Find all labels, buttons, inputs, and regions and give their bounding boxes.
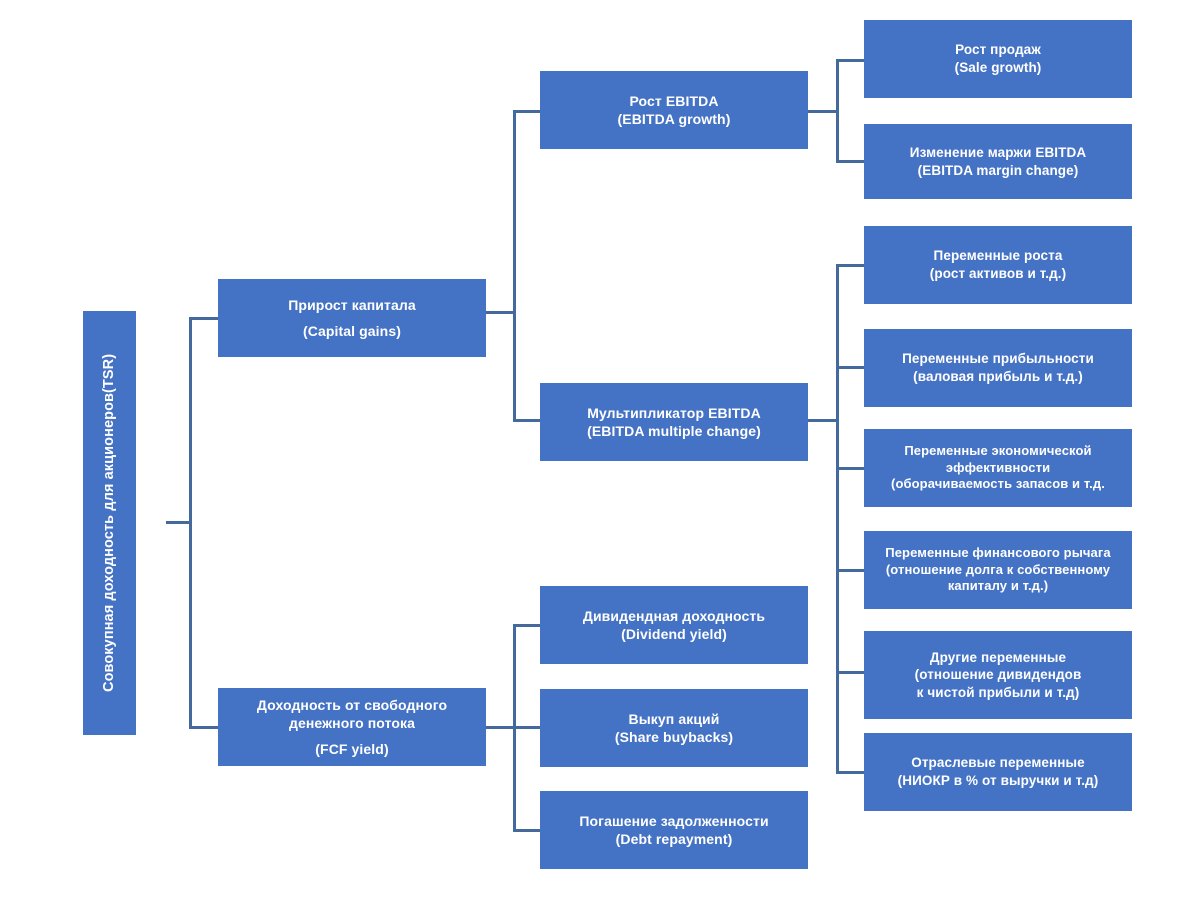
node-fcf-yield-line2: денежного потока — [288, 715, 416, 732]
node-ebitda-multiple[interactable]: Мультипликатор EBITDA (EBITDA multiple c… — [540, 383, 808, 461]
node-efficiency-variables-line1: Переменные экономической — [904, 442, 1092, 458]
connector-root-trunk — [189, 317, 192, 729]
node-leverage-variables-line1: Переменные финансового рычага — [885, 544, 1111, 560]
connector-to-ebitda-margin-change — [836, 160, 866, 163]
node-dividend-yield-line2: (Dividend yield) — [621, 626, 727, 642]
connector-to-profitability-variables — [836, 366, 866, 369]
connector-fcf-to-debt-repayment — [513, 829, 543, 832]
node-efficiency-variables-line3: (оборачиваемость запасов и т.д. — [891, 476, 1105, 492]
node-ebitda-margin-change-line2: (EBITDA margin change) — [917, 162, 1079, 178]
node-sale-growth[interactable]: Рост продаж (Sale growth) — [864, 20, 1132, 98]
node-capital-gains[interactable]: Прирост капитала (Capital gains) — [218, 279, 486, 357]
connector-fcf-yield-stub — [485, 726, 516, 729]
node-profitability-variables[interactable]: Переменные прибыльности (валовая прибыль… — [864, 329, 1132, 407]
node-industry-variables[interactable]: Отраслевые переменные (НИОКР в % от выру… — [864, 733, 1132, 811]
node-other-variables-line1: Другие переменные — [929, 649, 1067, 665]
connector-root-to-fcf-yield — [189, 726, 220, 729]
connector-fcf-to-dividend-yield — [513, 624, 543, 627]
node-leverage-variables-line3: капиталу и т.д.) — [947, 578, 1049, 594]
node-dividend-yield[interactable]: Дивидендная доходность (Dividend yield) — [540, 586, 808, 664]
node-debt-repayment-line1: Погашение задолженности — [579, 812, 769, 829]
node-tsr-root-line1: Совокупная доходность для акционеров — [100, 393, 117, 693]
connector-ebitda-growth-stub — [808, 110, 839, 113]
node-other-variables-line2: (отношение дивидендов — [914, 667, 1082, 683]
connector-to-leverage-variables — [836, 569, 866, 572]
node-profitability-variables-line1: Переменные прибыльности — [902, 351, 1094, 367]
node-industry-variables-line2: (НИОКР в % от выручки и т.д) — [897, 773, 1099, 788]
node-debt-repayment[interactable]: Погашение задолженности (Debt repayment) — [540, 791, 808, 869]
node-share-buybacks-line1: Выкуп акций — [628, 710, 720, 727]
connector-ebitda-multiple-trunk — [836, 264, 839, 772]
connector-ebitda-multiple-stub — [808, 419, 839, 422]
node-growth-variables-line2: (рост активов и т.д.) — [929, 266, 1067, 281]
node-efficiency-variables-line2: эффективности — [945, 459, 1051, 475]
node-other-variables[interactable]: Другие переменные (отношение дивидендов … — [864, 631, 1132, 719]
connector-capital-gains-to-ebitda-multiple — [513, 419, 543, 422]
connector-ebitda-growth-trunk — [836, 59, 839, 163]
node-tsr-root-line2: (TSR) — [100, 353, 117, 394]
node-efficiency-variables[interactable]: Переменные экономической эффективности (… — [864, 429, 1132, 507]
connector-to-sale-growth — [836, 59, 866, 62]
connector-capital-gains-stub — [485, 311, 516, 314]
node-ebitda-multiple-line2: (EBITDA multiple change) — [587, 423, 761, 439]
connector-to-other-variables — [836, 671, 866, 674]
node-dividend-yield-line1: Дивидендная доходность — [582, 607, 766, 624]
node-ebitda-growth[interactable]: Рост EBITDA (EBITDA growth) — [540, 71, 808, 149]
node-ebitda-multiple-line1: Мультипликатор EBITDA — [587, 404, 761, 421]
node-leverage-variables[interactable]: Переменные финансового рычага (отношение… — [864, 531, 1132, 609]
node-fcf-yield-line3: (FCF yield) — [315, 740, 389, 757]
node-fcf-yield-line1: Доходность от свободного — [256, 697, 448, 714]
node-capital-gains-line1: Прирост капитала — [288, 297, 416, 314]
node-industry-variables-line1: Отраслевые переменные — [911, 755, 1085, 771]
node-share-buybacks-line2: (Share buybacks) — [614, 729, 734, 745]
node-ebitda-growth-line1: Рост EBITDA — [629, 92, 719, 109]
node-ebitda-margin-change-line1: Изменение маржи EBITDA — [909, 144, 1087, 160]
node-growth-variables-line1: Переменные роста — [933, 248, 1063, 264]
connector-capital-gains-trunk-lower — [513, 311, 516, 422]
node-growth-variables[interactable]: Переменные роста (рост активов и т.д.) — [864, 226, 1132, 304]
connector-capital-gains-trunk — [513, 110, 516, 314]
node-sale-growth-line1: Рост продаж — [955, 42, 1041, 58]
node-capital-gains-line2: (Capital gains) — [303, 322, 401, 339]
node-leverage-variables-line2: (отношение долга к собственному — [885, 561, 1111, 577]
connector-capital-gains-to-ebitda-growth — [513, 110, 543, 113]
connector-root-to-capital-gains — [189, 317, 220, 320]
node-fcf-yield[interactable]: Доходность от свободного денежного поток… — [218, 688, 486, 766]
node-ebitda-margin-change[interactable]: Изменение маржи EBITDA (EBITDA margin ch… — [864, 124, 1132, 199]
node-profitability-variables-line2: (валовая прибыль и т.д.) — [913, 369, 1083, 384]
connector-fcf-to-share-buybacks — [513, 726, 543, 729]
node-ebitda-growth-line2: (EBITDA growth) — [617, 111, 731, 127]
node-debt-repayment-line2: (Debt repayment) — [615, 831, 733, 847]
node-other-variables-line3: к чистой прибыли и т.д) — [916, 684, 1080, 700]
connector-to-industry-variables — [836, 771, 866, 774]
connector-root-stub — [166, 521, 192, 524]
node-sale-growth-line2: (Sale growth) — [954, 60, 1042, 75]
node-tsr-root[interactable]: Совокупная доходность для акционеров (TS… — [83, 311, 136, 735]
node-share-buybacks[interactable]: Выкуп акций (Share buybacks) — [540, 689, 808, 767]
connector-to-growth-variables — [836, 264, 866, 267]
connector-to-efficiency-variables — [836, 467, 866, 470]
